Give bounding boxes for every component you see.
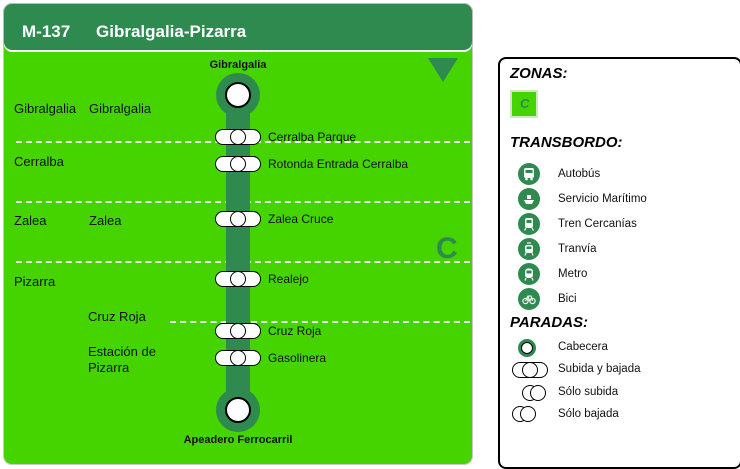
legend-boarding-symbol-circle <box>530 385 546 401</box>
stop-label: Realejo <box>268 272 309 286</box>
metro-icon <box>518 263 540 285</box>
stop-label: Gasolinera <box>268 351 327 365</box>
terminal-label-top: Gibralgalia <box>209 59 267 71</box>
transfer-label: Tren Cercanías <box>558 218 637 230</box>
route-header: M-137 Gibralgalia-Pizarra <box>4 4 472 50</box>
transfer-label: Servicio Marítimo <box>558 193 647 205</box>
transfer-label: Metro <box>558 268 588 280</box>
collapse-arrow-icon[interactable] <box>428 58 458 82</box>
zone-swatch-letter: C <box>520 96 530 111</box>
stop-type-label: Subida y bajada <box>558 363 641 375</box>
transfer-label: Tranvía <box>558 243 597 255</box>
transfer-label: Autobús <box>558 168 601 180</box>
stop-marker[interactable] <box>215 350 261 366</box>
train-icon <box>518 213 540 235</box>
stop-type-label: Cabecera <box>558 341 608 353</box>
municipality-label: Pizarra <box>14 274 56 289</box>
route-code: M-137 <box>22 22 71 41</box>
stop-type-label: Sólo subida <box>558 386 619 398</box>
terminal-stop-top[interactable] <box>216 73 260 117</box>
legend-alighting-symbol-circle <box>520 406 536 422</box>
stop-label: Rotonda Entrada Cerralba <box>268 157 409 171</box>
legend-transfer-title: TRANSBORDO: <box>510 134 623 151</box>
stop-label: Cruz Roja <box>268 324 322 338</box>
tram-icon <box>518 238 540 260</box>
stop-label: Zalea Cruce <box>268 212 334 226</box>
boat-icon <box>518 188 540 210</box>
stop-marker[interactable] <box>215 323 261 339</box>
bus-icon <box>518 163 540 185</box>
locality-divider <box>170 321 470 323</box>
stop-type-label: Sólo bajada <box>558 408 619 420</box>
municipality-label: Gibralgalia <box>14 101 77 116</box>
bike-icon <box>518 288 540 310</box>
stop-marker[interactable] <box>215 271 261 287</box>
transfer-label: Bici <box>558 293 577 305</box>
municipality-label: Zalea <box>14 213 47 228</box>
legend-zones-title: ZONAS: <box>510 65 568 82</box>
stop-marker[interactable] <box>215 211 261 227</box>
legend-both-symbol-circle <box>522 362 538 378</box>
terminal-stop-bottom[interactable] <box>216 388 260 432</box>
zone-swatch: C <box>510 90 538 118</box>
terminal-label-bottom: Apeadero Ferrocarril <box>183 434 293 446</box>
stop-marker[interactable] <box>215 156 261 172</box>
locality-label: Gibralgalia <box>89 101 152 116</box>
locality-label: Zalea <box>89 213 122 228</box>
zone-letter: C <box>436 232 458 265</box>
stop-marker[interactable] <box>215 129 261 145</box>
route-name: Gibralgalia-Pizarra <box>96 22 247 41</box>
municipality-label: Cerralba <box>14 154 64 169</box>
legend-stops-title: PARADAS: <box>510 314 589 331</box>
locality-label: Cruz Roja <box>88 309 146 324</box>
legend-panel: ZONAS: C TRANSBORDO: Autobús Servicio Ma… <box>498 57 740 469</box>
stop-label: Cerralba Parque <box>268 130 357 144</box>
locality-label: Estación de Pizarra <box>88 344 156 375</box>
legend-terminal-symbol <box>518 339 536 357</box>
